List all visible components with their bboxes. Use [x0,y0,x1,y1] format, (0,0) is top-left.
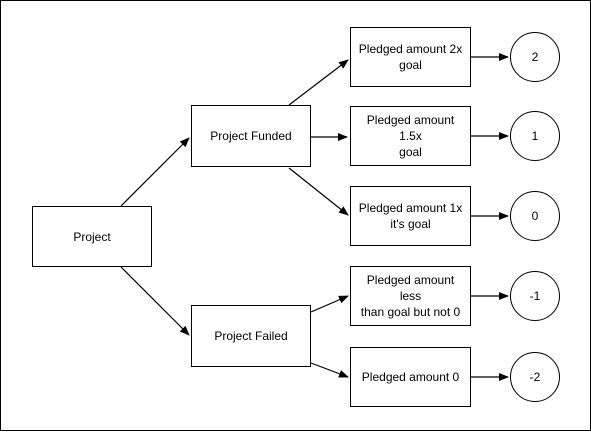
node-score-2-label: 2 [531,50,539,64]
node-pledged-1-5x-label: Pledged amount 1.5x goal [366,113,455,159]
node-project-failed-label: Project Failed [214,329,288,343]
node-score-neg2-label: -2 [529,370,541,384]
node-score-1: 1 [510,111,560,161]
node-project-funded-label: Project Funded [210,129,292,143]
node-score-neg2: -2 [510,352,560,402]
edge-funded-to-pledged-1x [288,167,349,216]
edge-failed-to-pledged-less [310,295,349,313]
node-pledged-2x-label: Pledged amount 2x goal [358,42,463,72]
node-pledged-2x: Pledged amount 2x goal [350,27,471,87]
node-pledged-0: Pledged amount 0 [350,347,471,407]
node-score-0: 0 [510,191,560,241]
node-pledged-0-label: Pledged amount 0 [361,370,460,384]
node-project: Project [32,206,152,267]
node-pledged-1-5x: Pledged amount 1.5x goal [350,106,471,166]
edge-project-to-failed [120,266,190,336]
node-score-1-label: 1 [531,129,539,143]
node-score-2: 2 [510,32,560,82]
node-project-label: Project [73,229,111,244]
node-score-neg1-label: -1 [529,289,541,303]
node-pledged-less-label: Pledged amount less than goal but not 0 [360,273,461,319]
edge-failed-to-pledged-0 [310,362,349,378]
node-pledged-1x-label: Pledged amount 1x it's goal [358,201,463,231]
node-score-0-label: 0 [531,209,539,223]
node-score-neg1: -1 [510,271,560,321]
edge-funded-to-pledged-2x [288,59,349,106]
edge-project-to-funded [120,137,190,207]
node-project-funded: Project Funded [191,105,311,167]
node-pledged-less: Pledged amount less than goal but not 0 [350,266,471,326]
node-project-failed: Project Failed [191,305,311,367]
node-pledged-1x: Pledged amount 1x it's goal [350,186,471,246]
